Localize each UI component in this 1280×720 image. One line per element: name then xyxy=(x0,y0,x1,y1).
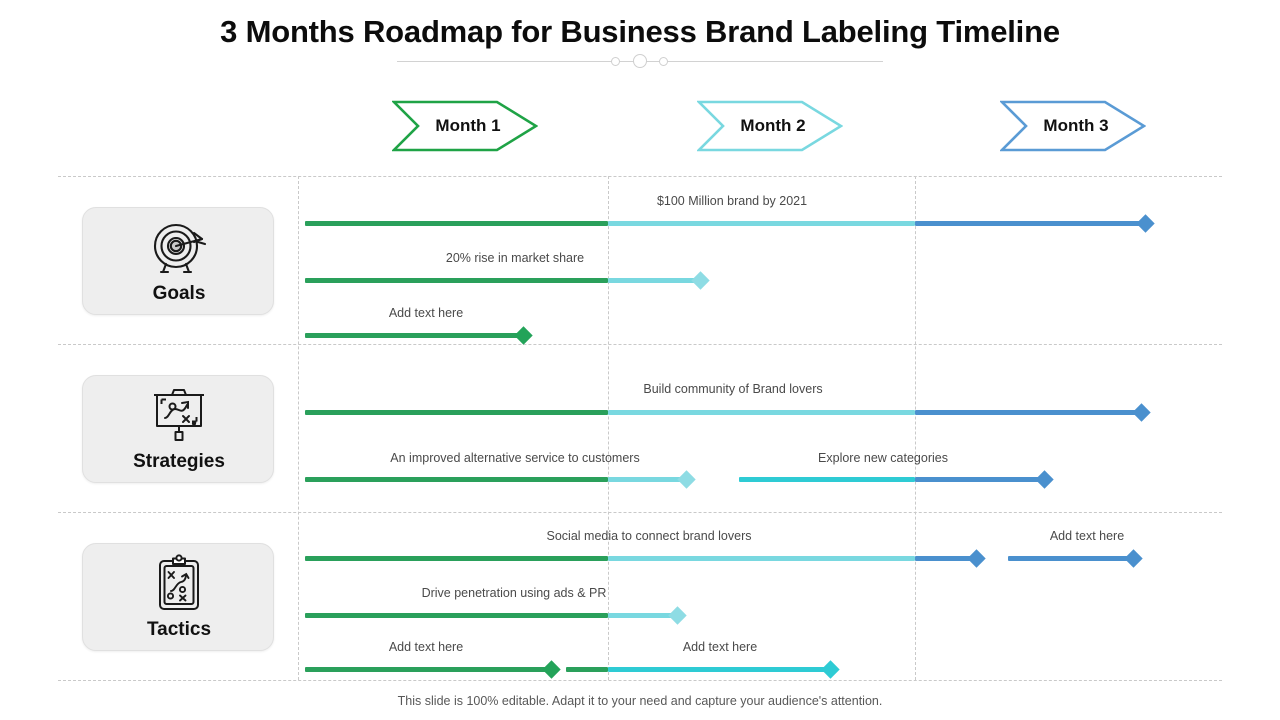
footer-note: This slide is 100% editable. Adapt it to… xyxy=(397,694,883,708)
bar-segment-month2 xyxy=(739,477,915,482)
bar-segment-month1 xyxy=(305,221,608,226)
chevron-arrow-icon xyxy=(1000,100,1146,152)
category-label: Goals xyxy=(152,283,206,304)
column-divider-left xyxy=(298,176,299,680)
row-separator xyxy=(58,344,1222,345)
title-divider-ornament xyxy=(397,53,883,71)
column-divider-month2-month3 xyxy=(915,176,916,680)
bar-segment-month1 xyxy=(566,667,608,672)
bar-end-marker xyxy=(1132,403,1151,422)
bar-end-marker xyxy=(542,660,561,679)
chevron-arrow-icon xyxy=(392,100,538,152)
month-header-3[interactable]: Month 3 xyxy=(1000,98,1146,154)
month-header-label: Month 2 xyxy=(740,116,806,135)
bar-label: $100 Million brand by 2021 xyxy=(656,194,808,208)
bar-segment-month2 xyxy=(608,410,915,415)
category-card-goals[interactable]: Goals xyxy=(82,207,274,315)
bar-segment-month2 xyxy=(608,477,686,482)
bar-segment-month1 xyxy=(305,556,608,561)
chevron-arrow-icon xyxy=(697,100,843,152)
bar-label: Add text here xyxy=(388,306,464,320)
bar-end-marker xyxy=(1035,470,1054,489)
bar-label: Build community of Brand lovers xyxy=(643,382,823,396)
bar-end-marker xyxy=(514,326,533,345)
row-separator xyxy=(58,176,1222,177)
bar-label: Explore new categories xyxy=(818,451,948,465)
divider-dot-left xyxy=(611,57,620,66)
month-header-label: Month 1 xyxy=(435,116,501,135)
bar-segment-month1 xyxy=(305,613,608,618)
bar-segment-month3 xyxy=(915,410,1142,415)
row-separator xyxy=(58,680,1222,681)
bar-segment-month2 xyxy=(608,221,915,226)
bar-segment-month1 xyxy=(305,410,608,415)
bar-label: 20% rise in market share xyxy=(445,251,585,265)
bar-label: Social media to connect brand lovers xyxy=(546,529,752,543)
presentation-strategy-icon xyxy=(83,385,275,447)
bar-end-marker xyxy=(821,660,840,679)
bar-segment-month3 xyxy=(915,477,1044,482)
bar-segment-month3 xyxy=(915,556,976,561)
bar-end-marker xyxy=(677,470,696,489)
bar-end-marker xyxy=(1124,549,1143,568)
bar-label: An improved alternative service to custo… xyxy=(390,451,640,465)
bar-segment-month2 xyxy=(608,613,677,618)
bar-label: Drive penetration using ads & PR xyxy=(421,586,607,600)
bar-segment-month1 xyxy=(305,278,608,283)
category-label: Tactics xyxy=(146,619,212,640)
month-header-1[interactable]: Month 1 xyxy=(392,98,538,154)
bar-label: Add text here xyxy=(1049,529,1125,543)
month-header-label: Month 3 xyxy=(1043,116,1109,135)
bar-end-marker xyxy=(967,549,986,568)
category-label: Strategies xyxy=(133,451,225,472)
bar-end-marker xyxy=(1136,214,1155,233)
bar-segment-month3 xyxy=(915,221,1146,226)
category-card-tactics[interactable]: Tactics xyxy=(82,543,274,651)
month-header-2[interactable]: Month 2 xyxy=(697,98,843,154)
bar-end-marker xyxy=(668,606,687,625)
column-divider-month1-month2 xyxy=(608,176,609,680)
divider-dot-center xyxy=(633,54,647,68)
bar-segment-month3 xyxy=(1008,556,1133,561)
bar-segment-month1 xyxy=(305,333,523,338)
roadmap-grid: Goals $100 Million brand by 2021 20% ris… xyxy=(58,176,1222,681)
target-icon xyxy=(83,217,275,279)
row-separator xyxy=(58,512,1222,513)
bar-segment-month2 xyxy=(608,556,915,561)
bar-end-marker xyxy=(691,271,710,290)
bar-segment-month2 xyxy=(608,667,830,672)
bar-segment-month1 xyxy=(305,477,608,482)
category-card-strategies[interactable]: Strategies xyxy=(82,375,274,483)
bar-label: Add text here xyxy=(682,640,758,654)
divider-dot-right xyxy=(659,57,668,66)
bar-label: Add text here xyxy=(388,640,464,654)
bar-segment-month1 xyxy=(305,667,550,672)
bar-segment-month2 xyxy=(608,278,700,283)
clipboard-tactics-icon xyxy=(83,553,275,615)
page-title: 3 Months Roadmap for Business Brand Labe… xyxy=(220,14,1060,49)
